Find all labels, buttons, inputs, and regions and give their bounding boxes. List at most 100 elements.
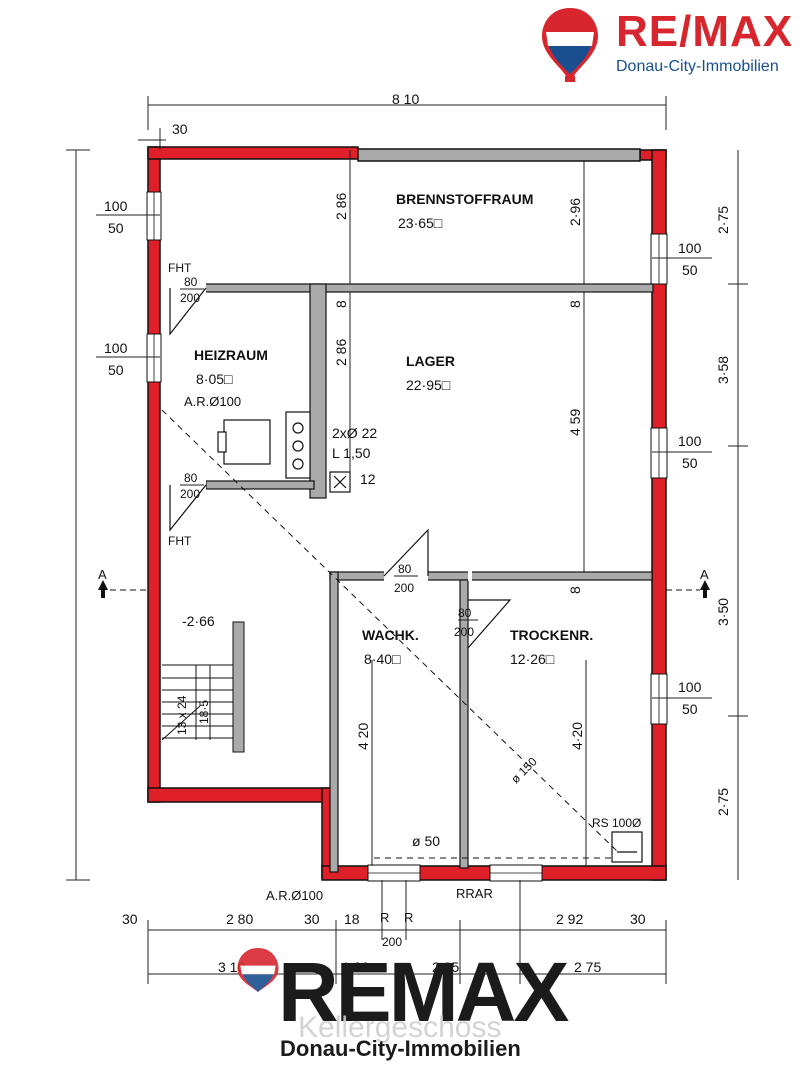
section-label-right: A bbox=[700, 567, 709, 582]
door-label-200-3: 200 bbox=[394, 581, 414, 595]
door-label-80-3: 80 bbox=[398, 562, 412, 576]
door-label-200-4: 200 bbox=[454, 625, 474, 639]
dim-wall-top: 30 bbox=[172, 121, 188, 137]
windows bbox=[146, 191, 668, 882]
brand-logo bbox=[540, 6, 802, 82]
stair-wall bbox=[232, 621, 245, 753]
room-brennstoffraum-area: 23·65□ bbox=[398, 215, 443, 231]
wall-brennstoff-lager bbox=[204, 283, 654, 293]
room-heizraum-name: HEIZRAUM bbox=[194, 347, 268, 363]
balloon-icon bbox=[542, 8, 598, 82]
interior-walls bbox=[204, 283, 654, 873]
window-label-50-r1: 50 bbox=[682, 262, 698, 278]
dim-292: 2 92 bbox=[556, 911, 583, 927]
window-label-50-r2: 50 bbox=[682, 455, 698, 471]
door-label-80-4: 80 bbox=[458, 606, 472, 620]
dimension-lines bbox=[66, 96, 748, 984]
note-rrar: RRAR bbox=[456, 886, 493, 901]
note-twelve: 12 bbox=[360, 471, 376, 487]
note-level: -2·66 bbox=[182, 613, 215, 629]
dim-left-280: 2 80 bbox=[226, 911, 253, 927]
watermark-subtitle: Donau-City-Immobilien bbox=[280, 1036, 521, 1061]
wall-lager-bottom bbox=[329, 571, 653, 581]
room-lager-name: LAGER bbox=[406, 353, 455, 369]
wall-heiz-lager bbox=[309, 283, 327, 499]
dim-v286-2: 2 86 bbox=[333, 339, 349, 366]
dim-v459: 4 59 bbox=[567, 409, 583, 436]
note-bottom-pipe: ø 50 bbox=[412, 833, 440, 849]
note-pipes: 2xØ 22 bbox=[332, 425, 377, 441]
door-label-200-2: 200 bbox=[180, 487, 200, 501]
note-diag-pipe: ø 150 bbox=[508, 754, 540, 786]
note-ar-bottom: A.R.Ø100 bbox=[266, 888, 323, 903]
stairs bbox=[161, 621, 245, 753]
dim-wall-mid: 30 bbox=[304, 911, 320, 927]
note-stairs-rise: 18·5 bbox=[197, 700, 211, 724]
room-wachk-name: WACHK. bbox=[362, 627, 419, 643]
door-heizraum-bottom bbox=[169, 484, 207, 532]
window-label-100-l2: 100 bbox=[104, 340, 128, 356]
room-heizraum-note: A.R.Ø100 bbox=[184, 394, 241, 409]
window-label-100-r2: 100 bbox=[678, 433, 702, 449]
wall-top-grey bbox=[357, 148, 641, 162]
window-label-100-r3: 100 bbox=[678, 679, 702, 695]
dim-r350: 3·50 bbox=[715, 598, 731, 626]
wall-wachk-trocken bbox=[459, 579, 469, 869]
window-label-50-l1: 50 bbox=[108, 220, 124, 236]
dim-b130: 1 30 bbox=[342, 959, 369, 975]
note-stairs-count: 13 x 24 bbox=[175, 695, 189, 735]
watermark-balloon-icon bbox=[237, 948, 279, 992]
room-heizraum-area: 8·05□ bbox=[196, 371, 233, 387]
dim-b205: 2 05 bbox=[432, 959, 459, 975]
watermark-caption: Kellergeschoss bbox=[298, 1011, 502, 1044]
dim-wall-left-bottom: 30 bbox=[122, 911, 138, 927]
dim-b275: 2 75 bbox=[574, 959, 601, 975]
dim-v8-2: 8 bbox=[567, 300, 583, 308]
dim-total-width: 8 10 bbox=[392, 91, 419, 107]
dim-v8-1: 8 bbox=[333, 300, 349, 308]
note-r-2: R bbox=[404, 910, 413, 925]
boiler bbox=[217, 411, 351, 493]
room-trockenr-name: TROCKENR. bbox=[510, 627, 593, 643]
room-brennstoffraum-name: BRENNSTOFFRAUM bbox=[396, 191, 533, 207]
window-label-100-r1: 100 bbox=[678, 240, 702, 256]
wall-wachk-left bbox=[329, 571, 339, 873]
dim-v8-3: 8 bbox=[567, 586, 583, 594]
brand-title: RE/MAX bbox=[616, 7, 794, 56]
watermark-title: REMAX bbox=[278, 945, 569, 1039]
section-label-left: A bbox=[98, 567, 107, 582]
window-label-50-r3: 50 bbox=[682, 701, 698, 717]
room-trockenr-area: 12·26□ bbox=[510, 651, 555, 667]
door-label-80-1: 80 bbox=[184, 275, 198, 289]
rs-outlet bbox=[611, 831, 643, 863]
door-lager bbox=[383, 528, 429, 577]
wall-heiz-bottom bbox=[205, 480, 315, 490]
room-lager-area: 22·95□ bbox=[406, 377, 451, 393]
dim-r358: 3·58 bbox=[715, 356, 731, 384]
door-label-fht-bottom: FHT bbox=[168, 534, 192, 548]
note-rs: RS 100Ø bbox=[592, 816, 641, 830]
dim-v420b: 4·20 bbox=[569, 722, 585, 750]
wall-bottom-left bbox=[147, 787, 331, 803]
wall-left bbox=[147, 146, 161, 803]
window-label-100-l1: 100 bbox=[104, 198, 128, 214]
dim-v296: 2·96 bbox=[567, 198, 583, 226]
dim-v286-1: 2 86 bbox=[333, 193, 349, 220]
door-label-80-2: 80 bbox=[184, 471, 198, 485]
door-label-200-1: 200 bbox=[180, 291, 200, 305]
window-label-50-l2: 50 bbox=[108, 362, 124, 378]
dim-r275-bottom: 2·75 bbox=[715, 788, 731, 816]
dim-r275-top: 2·75 bbox=[715, 206, 731, 234]
dim-wall-right-bottom: 30 bbox=[630, 911, 646, 927]
note-r-1: R bbox=[380, 910, 389, 925]
wall-top-left bbox=[147, 146, 359, 160]
exterior-walls bbox=[147, 146, 667, 881]
watermark-logo bbox=[236, 940, 576, 1070]
room-wachk-area: 8·40□ bbox=[364, 651, 401, 667]
section-markers bbox=[98, 580, 710, 598]
dim-v420: 4 20 bbox=[355, 723, 371, 750]
note-length: L 1,50 bbox=[332, 445, 371, 461]
dim-200: 200 bbox=[382, 935, 402, 949]
brand-subtitle: Donau-City-Immobilien bbox=[616, 58, 779, 75]
